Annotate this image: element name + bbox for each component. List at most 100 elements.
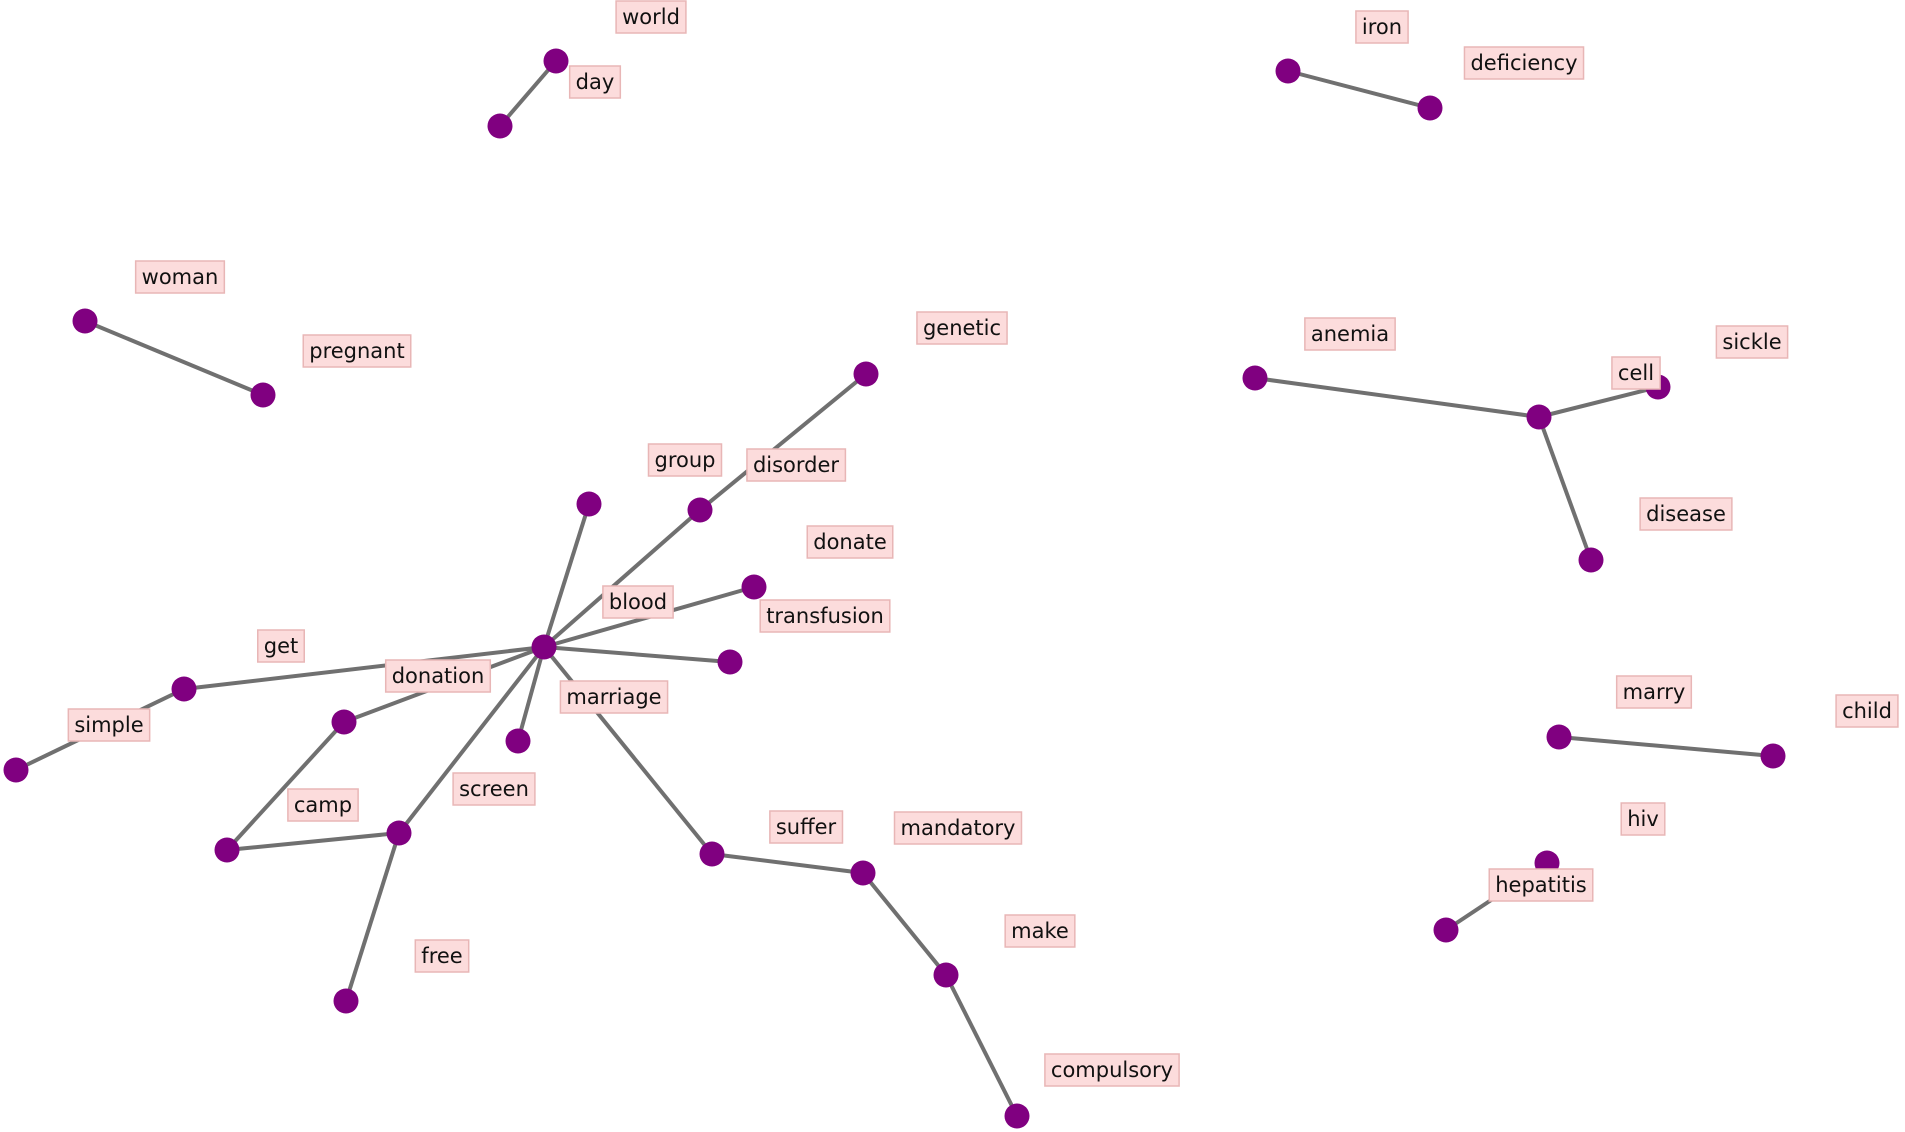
node-disorder: [576, 491, 602, 517]
label-box-screen: [452, 772, 536, 806]
label-child: child: [1835, 694, 1899, 728]
label-donation: donation: [384, 659, 492, 693]
label-get: get: [257, 629, 305, 663]
label-compulsory: compulsory: [1044, 1053, 1180, 1087]
label-text-cell: cell: [1618, 361, 1654, 385]
label-box-get: [257, 629, 305, 663]
node-screen: [386, 820, 412, 846]
label-box-donate: [806, 525, 894, 559]
label-text-make: make: [1011, 919, 1069, 943]
node-mandatory: [850, 860, 876, 886]
edge-blood-marriage: [516, 646, 546, 742]
node-get: [171, 676, 197, 702]
label-sickle: sickle: [1715, 325, 1789, 359]
node-day: [487, 113, 513, 139]
label-text-genetic: genetic: [923, 316, 1001, 340]
label-text-hiv: hiv: [1627, 807, 1659, 831]
label-disease: disease: [1639, 497, 1733, 531]
label-donate: donate: [806, 525, 894, 559]
edge-screen-free: [344, 832, 401, 1002]
label-text-mandatory: mandatory: [901, 816, 1016, 840]
label-text-hepatitis: hepatitis: [1495, 873, 1587, 897]
label-text-marry: marry: [1623, 680, 1686, 704]
label-text-camp: camp: [294, 793, 352, 817]
label-box-woman: [134, 260, 226, 294]
node-marry: [1546, 724, 1572, 750]
label-text-free: free: [421, 944, 462, 968]
label-make: make: [1004, 914, 1076, 948]
edge-mandatory-make: [861, 871, 948, 977]
label-box-free: [414, 939, 470, 973]
label-text-day: day: [576, 70, 615, 94]
node-child: [1760, 743, 1786, 769]
label-screen: screen: [452, 772, 536, 806]
edge-anemia-cell: [1254, 376, 1540, 419]
label-woman: woman: [134, 260, 226, 294]
label-text-get: get: [264, 634, 298, 658]
node-suffer: [699, 841, 725, 867]
label-anemia: anemia: [1304, 317, 1396, 351]
edge-blood-suffer: [542, 645, 714, 856]
label-box-camp: [287, 788, 359, 822]
edge-world-day: [498, 59, 558, 128]
nodes: [3, 48, 1786, 1129]
label-box-group: [647, 443, 723, 477]
label-hepatitis: hepatitis: [1488, 868, 1594, 902]
node-anemia: [1242, 365, 1268, 391]
node-cell: [1526, 404, 1552, 430]
label-text-disorder: disorder: [753, 453, 839, 477]
label-marriage: marriage: [559, 680, 669, 714]
label-deficiency: deficiency: [1463, 46, 1585, 80]
label-marry: marry: [1615, 675, 1693, 709]
label-box-disorder: [746, 448, 847, 482]
label-world: world: [615, 0, 687, 34]
label-text-deficiency: deficiency: [1470, 51, 1577, 75]
label-group: group: [647, 443, 723, 477]
label-box-blood: [602, 585, 674, 619]
node-make: [933, 962, 959, 988]
label-text-iron: iron: [1362, 15, 1402, 39]
label-day: day: [568, 65, 622, 99]
node-woman: [72, 308, 98, 334]
label-box-day: [568, 65, 622, 99]
label-box-donation: [384, 659, 492, 693]
node-genetic: [853, 361, 879, 387]
node-transfusion: [717, 649, 743, 675]
label-box-world: [615, 0, 687, 34]
label-text-blood: blood: [609, 590, 667, 614]
node-pregnant: [250, 382, 276, 408]
edge-make-compulsory: [944, 974, 1019, 1117]
edge-group-blood: [542, 508, 702, 649]
label-box-hiv: [1620, 802, 1666, 836]
label-box-hepatitis: [1488, 868, 1594, 902]
label-text-child: child: [1842, 699, 1892, 723]
node-group: [687, 497, 713, 523]
label-box-compulsory: [1044, 1053, 1180, 1087]
label-box-marry: [1615, 675, 1693, 709]
label-text-sickle: sickle: [1722, 330, 1781, 354]
edge-marry-child: [1558, 735, 1774, 758]
node-hepatitis: [1433, 917, 1459, 943]
node-simple: [3, 757, 29, 783]
label-disorder: disorder: [746, 448, 847, 482]
node-blood: [531, 634, 557, 660]
label-simple: simple: [67, 708, 151, 742]
label-box-make: [1004, 914, 1076, 948]
edge-blood-transfusion: [543, 645, 731, 664]
label-box-marriage: [559, 680, 669, 714]
label-iron: iron: [1355, 10, 1409, 44]
node-deficiency: [1417, 95, 1443, 121]
label-box-simple: [67, 708, 151, 742]
edge-camp-screen: [226, 831, 400, 852]
label-box-pregnant: [302, 334, 412, 368]
label-text-marriage: marriage: [566, 685, 661, 709]
edges: [15, 59, 1774, 1117]
label-box-cell: [1611, 356, 1661, 390]
label-box-sickle: [1715, 325, 1789, 359]
label-transfusion: transfusion: [759, 599, 891, 633]
label-cell: cell: [1611, 356, 1661, 390]
label-text-disease: disease: [1646, 502, 1726, 526]
label-camp: camp: [287, 788, 359, 822]
label-mandatory: mandatory: [893, 811, 1023, 845]
